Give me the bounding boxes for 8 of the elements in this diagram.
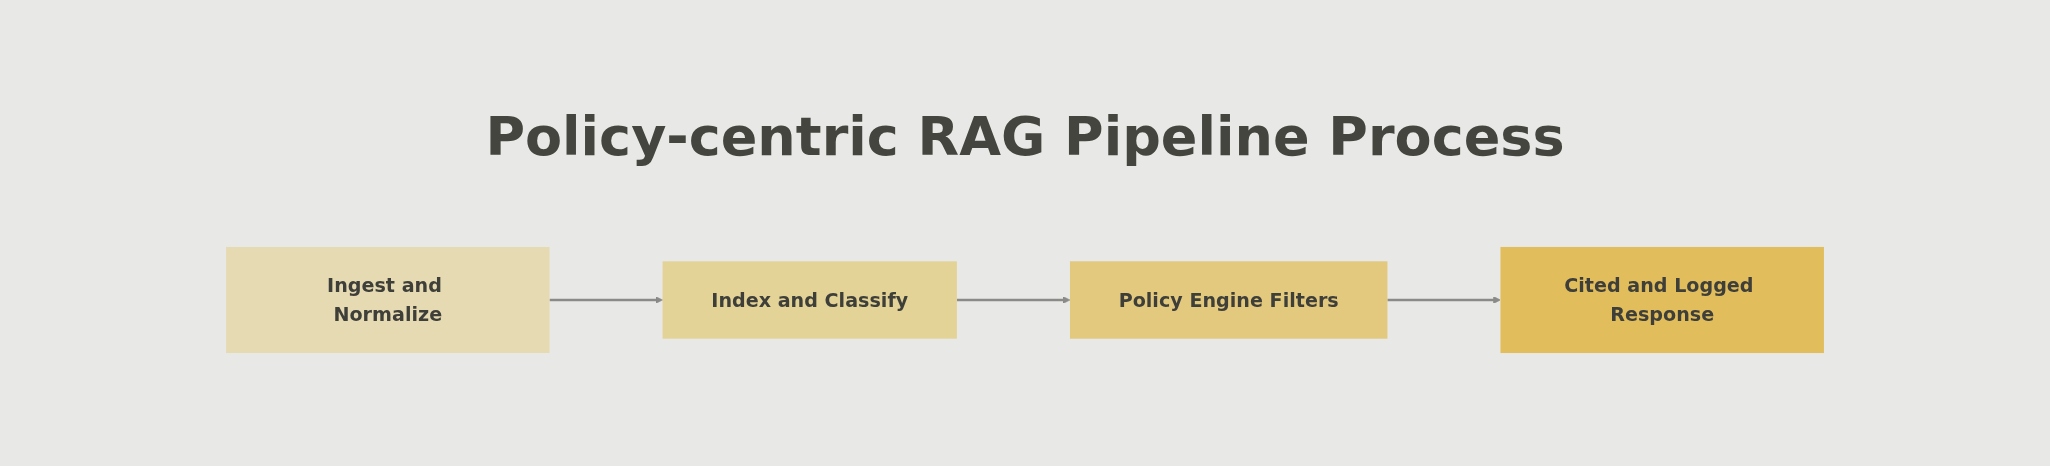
node-box: Ingest and Normalize (226, 246, 550, 354)
node-box: Index and Classify (662, 261, 957, 339)
diagram-title: Policy-centric RAG Pipeline Process (484, 105, 1566, 168)
arrow (549, 296, 663, 304)
arrow (956, 296, 1071, 304)
node-box: Cited and Logged Response (1500, 246, 1824, 354)
node-box: Policy Engine Filters (1069, 261, 1388, 339)
arrow (1387, 296, 1501, 304)
